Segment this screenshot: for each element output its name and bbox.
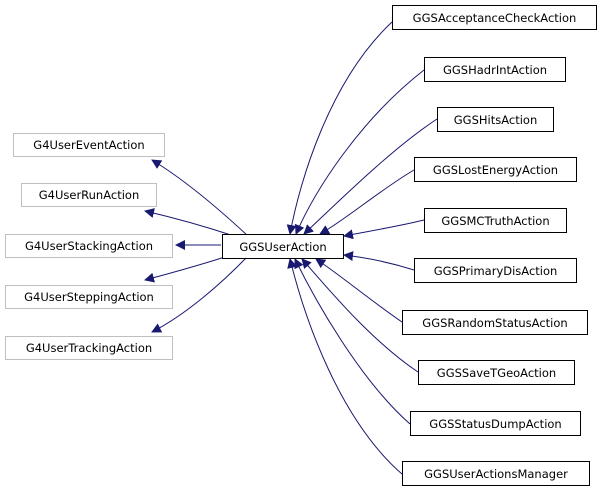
node-ggsprimarydisaction[interactable]: GGSPrimaryDisAction xyxy=(414,258,577,283)
edge-ggsuseractionsmanager xyxy=(287,258,403,475)
node-ggsuseractionsmanager[interactable]: GGSUserActionsManager xyxy=(402,461,590,486)
node-g4usertrackingaction[interactable]: G4UserTrackingAction xyxy=(5,336,173,360)
edge-ggssavetgeoaction xyxy=(301,258,419,373)
edge-ggsstatusdumpaction xyxy=(294,258,411,425)
node-ggsrandomstatusaction[interactable]: GGSRandomStatusAction xyxy=(402,310,588,335)
edge-ggsprimarydisaction xyxy=(343,251,415,271)
node-g4usersteppingaction[interactable]: G4UserSteppingAction xyxy=(5,285,173,309)
edge-ggslostenergyaction xyxy=(319,169,415,235)
edge-ggshadrintaction xyxy=(294,69,425,235)
node-ggsmctruthaction[interactable]: GGSMCTruthAction xyxy=(424,208,567,233)
node-ggslostenergyaction[interactable]: GGSLostEnergyAction xyxy=(414,157,577,182)
edge-ggshitsaction xyxy=(303,118,438,235)
node-ggsacceptancecheckaction[interactable]: GGSAcceptanceCheckAction xyxy=(392,5,597,30)
node-ggsstatusdumpaction[interactable]: GGSStatusDumpAction xyxy=(410,411,581,436)
edge-g4usertrackingaction xyxy=(151,255,249,333)
edge-ggsacceptancecheckaction xyxy=(286,21,393,235)
node-g4usereventaction[interactable]: G4UserEventAction xyxy=(13,133,165,157)
edge-ggsrandomstatusaction xyxy=(315,258,403,323)
node-g4userrunaction[interactable]: G4UserRunAction xyxy=(21,183,157,207)
node-ggshitsaction[interactable]: GGSHitsAction xyxy=(437,107,554,132)
node-ggsuseraction[interactable]: GGSUserAction xyxy=(222,234,344,259)
node-ggssavetgeoaction[interactable]: GGSSaveTGeoAction xyxy=(418,360,575,385)
node-g4userstackingaction[interactable]: G4UserStackingAction xyxy=(5,234,173,258)
node-ggshadrintaction[interactable]: GGSHadrIntAction xyxy=(424,57,566,82)
edge-g4usereventaction xyxy=(151,159,249,237)
edge-g4userrunaction xyxy=(144,208,235,237)
edge-ggsmctruthaction xyxy=(343,219,425,240)
